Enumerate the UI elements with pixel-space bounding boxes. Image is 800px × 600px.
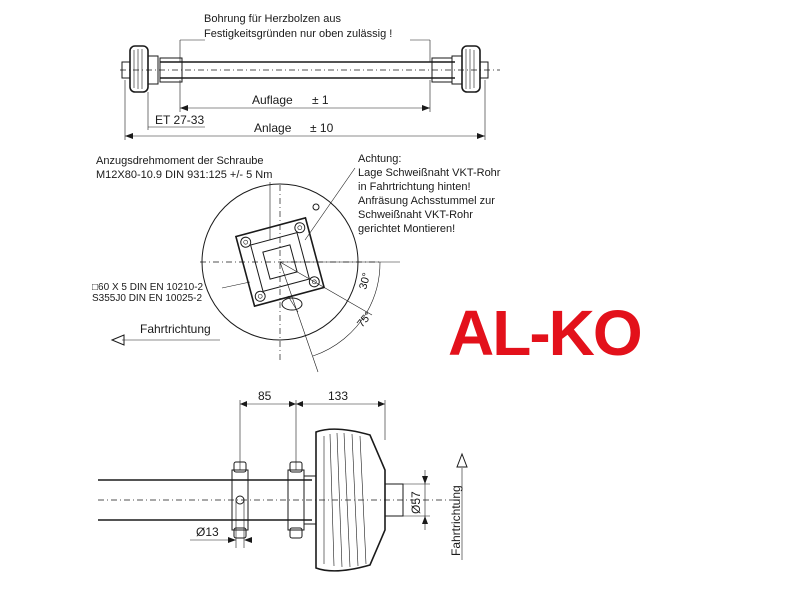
top-view: Bohrung für Herzbolzen aus Festigkeitsgr… (120, 13, 500, 140)
herzbolzen-note-line2: Festigkeitsgründen nur oben zulässig ! (204, 28, 392, 40)
warning-note-line3: in Fahrtrichtung hinten! (358, 181, 471, 193)
direction-arrow-up: Fahrtrichtung (449, 452, 468, 560)
profile-note-line1: □60 X 5 DIN EN 10210-2 (92, 282, 204, 293)
torque-note-line1: Anzugsdrehmoment der Schraube (96, 155, 264, 167)
alko-logo-text: AL-KO (448, 297, 641, 369)
auflage-dimension: Auflage ± 1 (180, 93, 430, 111)
et-dimension: ET 27-33 (148, 113, 205, 128)
square-tube-section (234, 216, 326, 308)
angle-30-label: 30° (357, 272, 373, 291)
right-brake-drum (431, 45, 489, 93)
anlage-tolerance: ± 10 (310, 121, 334, 135)
side-view: Anzugsdrehmoment der Schraube M12X80-10.… (92, 153, 501, 373)
angle-75-label: 75° (355, 309, 375, 329)
warning-note-line1: Achtung: (358, 153, 401, 165)
dim-d13-label: Ø13 (196, 525, 219, 539)
et-label: ET 27-33 (155, 113, 204, 127)
profile-note-line2: S355J0 DIN EN 10025-2 (92, 293, 203, 304)
brake-drum-side (315, 428, 404, 572)
warning-note-line2: Lage Schweißnaht VKT-Rohr (358, 167, 501, 179)
left-brake-drum (121, 45, 183, 93)
warning-note-line5: Schweißnaht VKT-Rohr (358, 209, 473, 221)
dim-133-label: 133 (328, 389, 348, 403)
dim-d57-label: Ø57 (409, 491, 423, 514)
auflage-label: Auflage (252, 93, 293, 107)
warning-note-line6: gerichtet Montieren! (358, 223, 455, 235)
torque-note-line2: M12X80-10.9 DIN 931:125 +/- 5 Nm (96, 169, 272, 181)
direction-label-bottom: Fahrtrichtung (449, 485, 463, 556)
warning-note-line4: Anfräsung Achsstummel zur (358, 195, 495, 207)
herzbolzen-note-line1: Bohrung für Herzbolzen aus (204, 13, 341, 25)
direction-label-side: Fahrtrichtung (140, 322, 211, 336)
auflage-tolerance: ± 1 (312, 93, 329, 107)
direction-arrow-left: Fahrtrichtung (110, 322, 220, 346)
anlage-label: Anlage (254, 121, 292, 135)
alko-logo: AL-KO (448, 297, 643, 369)
bottom-view: 85 133 Ø57 (98, 389, 468, 572)
anlage-dimension: Anlage ± 10 (125, 121, 485, 139)
dim-85-label: 85 (258, 389, 272, 403)
